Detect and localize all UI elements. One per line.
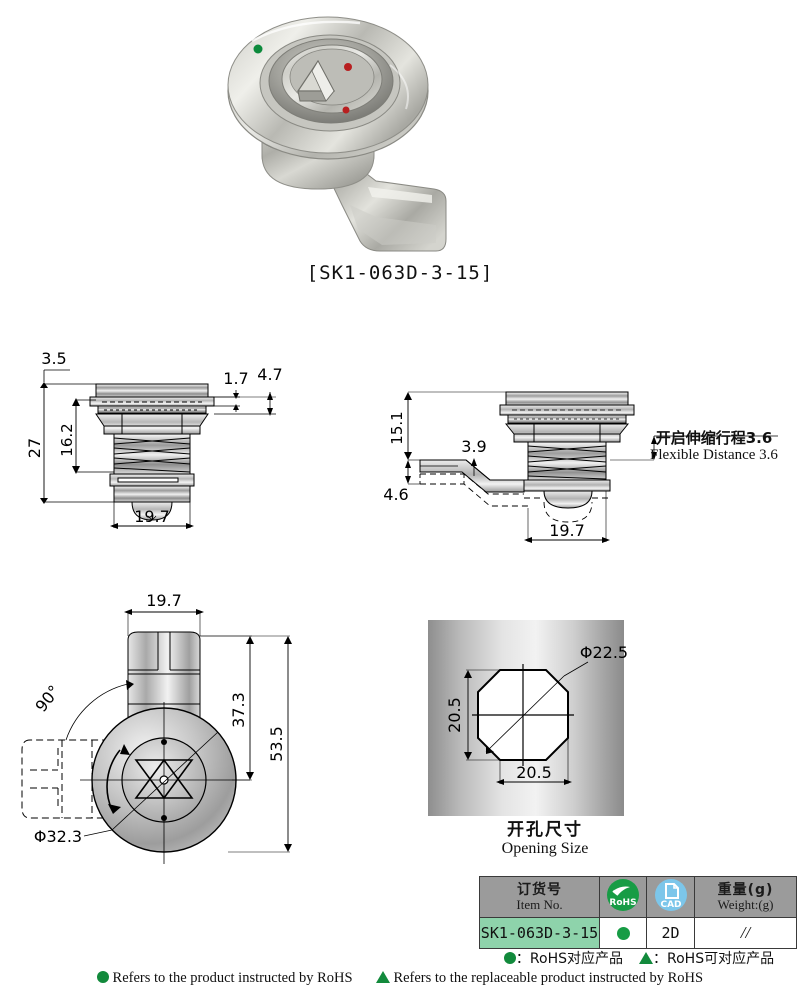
- cell-rohs: [599, 917, 647, 949]
- dim-angle-90: 90°: [31, 682, 63, 716]
- plan-top-view: 19.7 37.3 53.5 Φ32.3 90°: [0, 592, 320, 872]
- legend-english: Refers to the product instructed by RoHS…: [0, 970, 800, 987]
- svg-text:CAD: CAD: [660, 900, 681, 910]
- flexible-distance-note-en: Flexible Distance 3.6: [650, 446, 778, 463]
- dim-15-1: 15.1: [388, 411, 406, 444]
- legend-circle-icon-cn: [503, 952, 516, 964]
- cad-icon: CAD: [654, 878, 688, 917]
- header-weight-cn: 重量(g): [717, 881, 774, 898]
- side-elevation-view: 15.1 3.9 4.6 19.7: [378, 372, 798, 562]
- dim-4-6: 4.6: [383, 485, 408, 504]
- spec-table: 订货号 Item No. RoHS: [479, 876, 797, 949]
- svg-text:RoHS: RoHS: [609, 898, 636, 908]
- dim-dia-22-5: Φ22.5: [580, 643, 628, 662]
- header-item-no-cn: 订货号: [517, 881, 562, 898]
- header-weight: 重量(g) Weight:(g): [694, 876, 797, 918]
- rohs-icon: RoHS: [606, 878, 640, 917]
- product-photo: [200, 5, 600, 260]
- cell-item-no: SK1-063D-3-15: [479, 917, 600, 949]
- dim-20-5-vertical: 20.5: [445, 697, 464, 733]
- dim-19-7-plan: 19.7: [146, 592, 182, 610]
- dim-19-7-side: 19.7: [549, 521, 585, 540]
- product-code-label: [SK1-063D-3-15]: [306, 262, 494, 284]
- table-header-row: 订货号 Item No. RoHS: [479, 876, 797, 918]
- header-cad: CAD: [646, 876, 695, 918]
- rohs-green-dot-icon: [616, 926, 630, 940]
- cell-weight: //: [694, 917, 797, 949]
- dim-3-9: 3.9: [461, 437, 486, 456]
- legend-circle-text-cn: ：RoHS对应产品: [515, 951, 623, 967]
- legend-triangle-icon-en: [375, 971, 390, 983]
- legend-circle-text-en: Refers to the product instructed by RoHS: [112, 970, 353, 986]
- flexible-distance-note: 开启伸缩行程3.6 Flexible Distance 3.6: [628, 430, 800, 463]
- opening-size-caption: 开孔尺寸 Opening Size: [420, 820, 670, 859]
- legend-triangle-icon-cn: [639, 952, 653, 964]
- header-item-no-en: Item No.: [516, 896, 563, 912]
- dim-4-7: 4.7: [257, 365, 282, 384]
- dim-27: 27: [25, 438, 44, 458]
- legend-circle-icon-en: [96, 971, 109, 983]
- flexible-distance-note-cn: 开启伸缩行程3.6: [655, 429, 773, 447]
- legend-triangle-text-cn: ：RoHS可对应产品: [653, 951, 775, 967]
- dim-20-5-horizontal: 20.5: [516, 763, 552, 782]
- front-elevation-view: 27 16.2 3.5: [18, 348, 318, 548]
- header-item-no: 订货号 Item No.: [479, 876, 600, 918]
- legend-triangle-text-en: Refers to the replaceable product instru…: [393, 970, 704, 986]
- dim-3-5: 3.5: [41, 349, 66, 368]
- header-weight-en: Weight:(g): [717, 896, 774, 912]
- dim-1-7: 1.7: [223, 369, 248, 388]
- opening-caption-en: Opening Size: [501, 840, 589, 858]
- legend-chinese: ：RoHS对应产品 ：RoHS可对应产品: [479, 948, 799, 968]
- opening-caption-cn: 开孔尺寸: [507, 820, 583, 840]
- opening-size-view: Φ22.5 20.5 20.5: [428, 620, 628, 816]
- table-row: SK1-063D-3-15 2D //: [479, 917, 797, 949]
- dim-37-3: 37.3: [229, 692, 248, 728]
- dim-dia-32-3: Φ32.3: [34, 827, 82, 846]
- dim-19-7-front: 19.7: [134, 507, 170, 526]
- header-rohs: RoHS: [599, 876, 647, 918]
- cell-cad: 2D: [646, 917, 695, 949]
- dim-53-5: 53.5: [267, 726, 286, 762]
- dim-16-2: 16.2: [58, 423, 76, 456]
